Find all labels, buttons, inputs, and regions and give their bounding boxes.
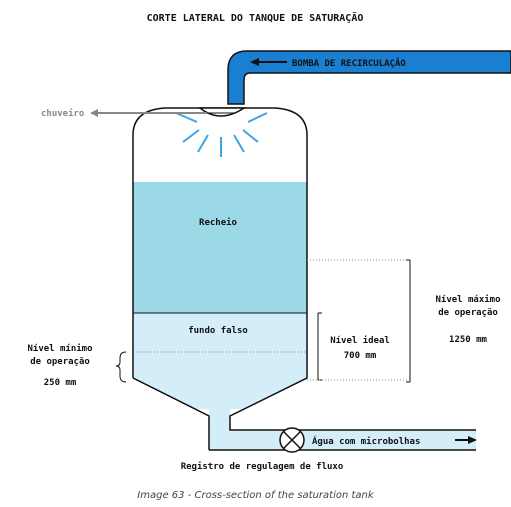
outlet-label: Água com microbolhas [312,435,420,447]
valve-icon[interactable] [279,427,305,453]
recirculation-pipe [227,50,511,105]
packing-zone [133,182,307,313]
min-level-label-line1: Nível mínimo [27,343,92,354]
ideal-level-bracket [317,312,322,381]
valve-label: Registro de regulagem de fluxo [181,461,344,472]
max-level-bracket [406,259,411,383]
tank [132,107,476,451]
water-zone [133,313,307,409]
tank-outline [132,107,476,451]
max-level-value: 1250 mm [449,335,488,345]
packing-label: Recheio [199,217,237,228]
ideal-level-label: Nível ideal [330,335,390,346]
max-level-label-line2: de operação [438,308,498,318]
outlet-arrow-icon [455,436,477,444]
false-bottom-label: fundo falso [188,326,248,336]
min-level-value: 250 mm [44,378,77,388]
diagram-title: CORTE LATERAL DO TANQUE DE SATURAÇÃO [147,11,364,24]
min-level-bracket [115,351,127,383]
figure-caption: Image 63 - Cross-section of the saturati… [137,490,374,501]
min-level-label-line2: de operação [30,357,90,367]
ideal-level-value: 700 mm [344,351,377,361]
flow-arrow-icon [250,58,287,66]
max-level-label-line1: Nível máximo [435,294,500,305]
shower-pointer-arrow-icon [90,109,207,117]
shower-label: chuveiro [41,108,84,119]
shower-head-icon [197,107,247,117]
recirculation-pump-label: BOMBA DE RECIRCULAÇÃO [292,58,406,69]
water-spray-icon [175,112,268,157]
